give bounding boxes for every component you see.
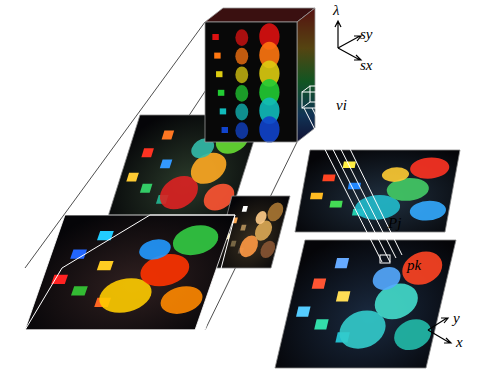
spectral-slice xyxy=(275,240,456,368)
axis-label: vi xyxy=(336,98,347,113)
slice-frame xyxy=(25,215,235,330)
voxel xyxy=(302,86,326,108)
axis-label: sx xyxy=(360,58,373,73)
axes xyxy=(335,21,451,343)
pixel xyxy=(380,255,390,263)
axis-label: y xyxy=(453,311,460,326)
axis-label: λ xyxy=(333,3,340,18)
projection-rays xyxy=(304,100,402,262)
spectral-slice xyxy=(295,150,460,232)
axis-label: pk xyxy=(407,258,421,273)
projection-frustum xyxy=(25,22,297,330)
axis-label: Pj xyxy=(388,216,401,231)
axis-label: sy xyxy=(360,27,373,42)
data-cube xyxy=(205,8,315,143)
axis-label: x xyxy=(456,335,463,350)
spectral-slice xyxy=(25,215,235,330)
